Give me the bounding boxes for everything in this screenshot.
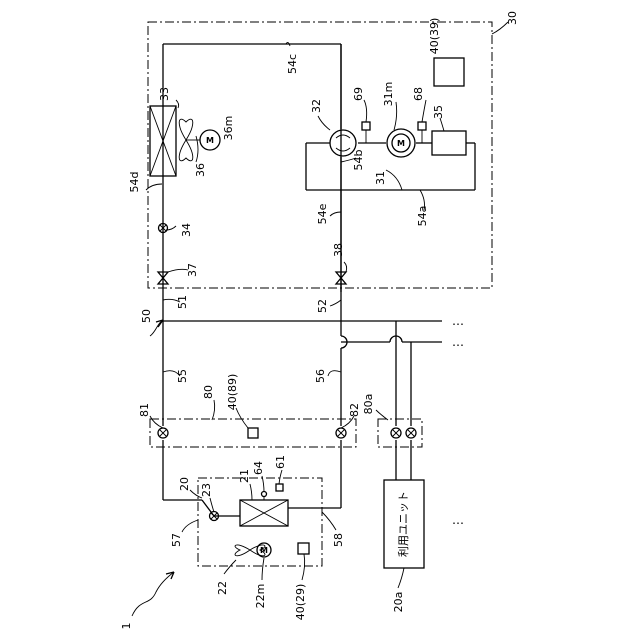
- controller-40-39: [434, 58, 464, 86]
- valve-82-icon: [336, 428, 346, 438]
- label-68: 68: [412, 87, 425, 101]
- label-34: 34: [180, 223, 193, 237]
- label-82: 82: [348, 403, 361, 417]
- label-31: 31: [374, 171, 387, 185]
- svg-text:M: M: [397, 139, 405, 148]
- label-54e: 54e: [316, 203, 329, 224]
- label-21: 21: [238, 469, 251, 483]
- label-32: 32: [310, 99, 323, 113]
- continuation-dots-3: …: [452, 513, 465, 527]
- label-54a: 54a: [416, 206, 429, 227]
- sensor-61: [276, 484, 283, 491]
- svg-text:M: M: [206, 136, 214, 145]
- valve-80a-2-icon: [406, 428, 416, 438]
- label-54c: 54c: [286, 54, 299, 74]
- label-54d: 54d: [128, 172, 141, 193]
- label-23: 23: [200, 483, 213, 497]
- controller-40-89: [248, 428, 258, 438]
- label-33: 33: [158, 87, 171, 101]
- label-40-39: 40(39): [428, 18, 441, 55]
- controller-40-29: [298, 543, 309, 554]
- sensor-64-icon: [262, 492, 267, 501]
- label-80: 80: [202, 385, 215, 399]
- label-20a: 20a: [392, 592, 405, 613]
- svg-text:M: M: [260, 546, 268, 555]
- motor-36m-icon: M: [200, 130, 220, 150]
- label-80a: 80a: [362, 394, 375, 415]
- usage-unit-20a-text: 利用ユニット: [397, 491, 410, 557]
- sensor-69-icon: [362, 122, 370, 143]
- label-38: 38: [332, 243, 345, 257]
- compressor-31-icon: M: [387, 129, 415, 157]
- label-61: 61: [274, 455, 287, 469]
- label-69: 69: [352, 87, 365, 101]
- heat-source-piping: [163, 44, 475, 292]
- label-22: 22: [216, 581, 229, 595]
- valve-80a-1-icon: [391, 428, 401, 438]
- usage-unit-20-piping: [163, 500, 341, 516]
- label-30: 30: [506, 11, 519, 25]
- sensor-68-icon: [418, 122, 426, 143]
- label-36: 36: [194, 163, 207, 177]
- label-36m: 36m: [222, 116, 235, 141]
- label-37: 37: [186, 263, 199, 277]
- label-81: 81: [138, 403, 151, 417]
- heat-exchanger-21-icon: [240, 500, 288, 526]
- label-57: 57: [170, 533, 183, 547]
- connection-piping: [163, 292, 442, 508]
- label-52: 52: [316, 299, 329, 313]
- label-31m: 31m: [382, 82, 395, 107]
- valve-unit-80-boundary: [150, 419, 356, 447]
- label-40-29: 40(29): [294, 584, 307, 621]
- label-54b: 54b: [352, 149, 365, 170]
- label-64: 64: [252, 461, 265, 475]
- accumulator-35: [432, 131, 466, 155]
- valve-81-icon: [158, 428, 168, 438]
- label-20: 20: [178, 477, 191, 491]
- label-56: 56: [314, 369, 327, 383]
- continuation-dots-2: …: [452, 335, 465, 349]
- continuation-dots-1: …: [452, 314, 465, 328]
- label-40-89: 40(89): [226, 374, 239, 411]
- motor-22m-icon: M: [257, 543, 271, 557]
- label-35: 35: [432, 105, 445, 119]
- label-55: 55: [176, 369, 189, 383]
- label-58: 58: [332, 533, 345, 547]
- label-22m: 22m: [254, 584, 267, 609]
- label-1: 1: [120, 623, 133, 630]
- label-50: 50: [140, 309, 153, 323]
- label-51: 51: [176, 295, 189, 309]
